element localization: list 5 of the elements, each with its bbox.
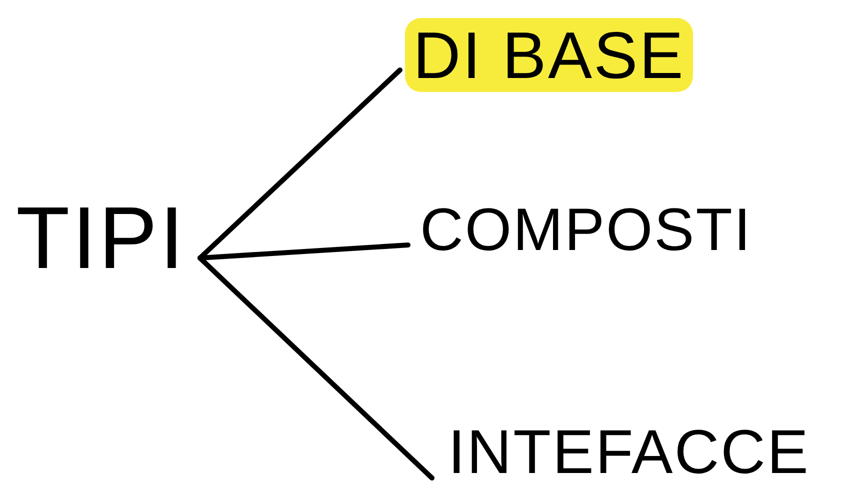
text-label: TIPI	[8, 190, 194, 286]
text-label: INTEFACCE	[440, 418, 818, 488]
highlighted-label: DI BASE	[405, 18, 693, 92]
text-label: COMPOSTI	[412, 196, 760, 264]
connector-line	[198, 256, 434, 480]
